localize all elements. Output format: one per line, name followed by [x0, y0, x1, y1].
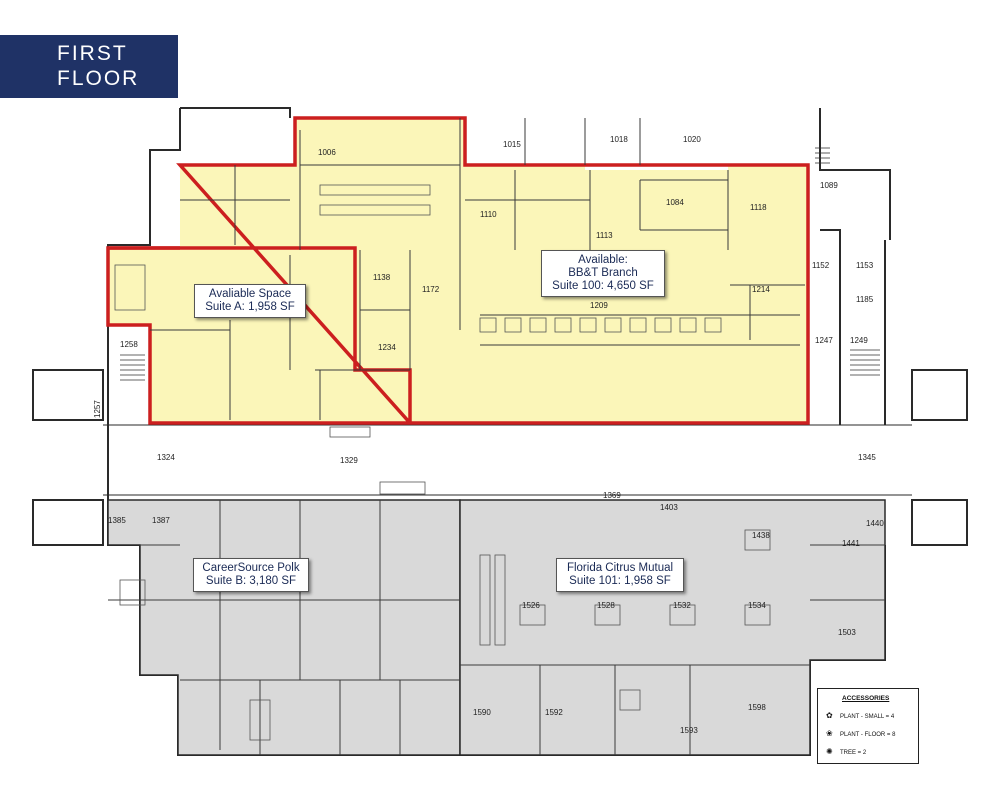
room-number: 1006: [318, 148, 336, 157]
suite-101-label: Florida Citrus Mutual Suite 101: 1,958 S…: [556, 558, 684, 592]
floor-title-line2: FLOOR: [57, 67, 140, 90]
room-number: 1209: [590, 301, 608, 310]
floor-title-line1: FIRST: [57, 42, 128, 65]
room-number: 1528: [597, 601, 615, 610]
room-number: 1387: [152, 516, 170, 525]
legend-row: ❀ PLANT - FLOOR = 8: [826, 729, 895, 738]
room-number: 1503: [838, 628, 856, 637]
room-number: 1113: [596, 231, 613, 240]
room-number: 1598: [748, 703, 766, 712]
room-number: 1089: [820, 181, 838, 190]
room-number: 1247: [815, 336, 833, 345]
suite-100-status: Available:: [578, 254, 628, 266]
room-number: 1593: [680, 726, 698, 735]
furniture: [114, 184, 771, 741]
suite-100-area: Suite 100: 4,650 SF: [552, 280, 654, 292]
suite-b-name: CareerSource Polk: [202, 562, 300, 574]
suite-a-area: Suite A: 1,958 SF: [205, 301, 295, 313]
room-number: 1152: [812, 261, 830, 270]
room-number: 1015: [503, 140, 521, 149]
room-number: 1324: [157, 453, 175, 462]
accessories-legend: ACCESSORIES ✿ PLANT - SMALL = 4 ❀ PLANT - …: [817, 688, 919, 764]
room-number: 1369: [603, 491, 621, 500]
room-number: 1020: [683, 135, 701, 144]
legend-row: ✿ PLANT - SMALL = 4: [826, 711, 894, 720]
room-number: 1592: [545, 708, 563, 717]
room-number: 1110: [480, 210, 497, 219]
legend-item: TREE = 2: [840, 750, 867, 756]
room-number: 1258: [120, 340, 138, 349]
floor-plant-icon: ❀: [826, 729, 833, 738]
room-number: 1172: [422, 285, 440, 294]
suite-b-area: Suite B: 3,180 SF: [205, 575, 297, 587]
room-number: 1441: [842, 539, 860, 548]
room-numbers: 1006 1015 1018 1020 1089 1110 1113 1084 …: [93, 135, 884, 735]
room-number: 1185: [856, 295, 874, 304]
room-number: 1345: [858, 453, 876, 462]
suite-100-label: Available: BB&T Branch Suite 100: 4,650 …: [541, 250, 665, 297]
room-number: 1118: [750, 203, 767, 212]
suite-a-label: Avaliable Space Suite A: 1,958 SF: [194, 284, 306, 318]
room-number: 1385: [108, 516, 126, 525]
suite-101-area: Suite 101: 1,958 SF: [569, 575, 671, 587]
suite-b-label: CareerSource Polk Suite B: 3,180 SF: [193, 558, 309, 592]
legend-title: ACCESSORIES: [842, 695, 890, 702]
stairs: [120, 147, 880, 381]
room-number: 1440: [866, 519, 884, 528]
room-number: 1153: [856, 261, 874, 270]
room-number: 1329: [340, 456, 358, 465]
room-number: 1438: [752, 531, 770, 540]
available-areas: [106, 116, 810, 425]
room-number: 1234: [378, 343, 396, 352]
suite-100-name: BB&T Branch: [568, 267, 638, 279]
room-number: 1590: [473, 708, 491, 717]
small-plant-icon: ✿: [826, 711, 833, 720]
legend-item: PLANT - FLOOR = 8: [840, 732, 896, 738]
suite-a-name: Avaliable Space: [208, 288, 292, 300]
tree-icon: ✺: [826, 747, 833, 756]
room-number: 1249: [850, 336, 868, 345]
suite-101-name: Florida Citrus Mutual: [566, 562, 674, 574]
room-number: 1018: [610, 135, 628, 144]
floor-title: FIRST FLOOR: [0, 35, 178, 98]
room-number: 1534: [748, 601, 766, 610]
legend-row: ✺ TREE = 2: [826, 747, 866, 756]
room-number: 1214: [752, 285, 770, 294]
room-number: 1257: [93, 400, 102, 418]
interior-walls: [108, 118, 885, 755]
room-number: 1532: [673, 601, 691, 610]
room-number: 1403: [660, 503, 678, 512]
room-number: 1526: [522, 601, 540, 610]
legend-item: PLANT - SMALL = 4: [840, 714, 895, 720]
room-number: 1084: [666, 198, 684, 207]
room-number: 1138: [373, 273, 391, 282]
